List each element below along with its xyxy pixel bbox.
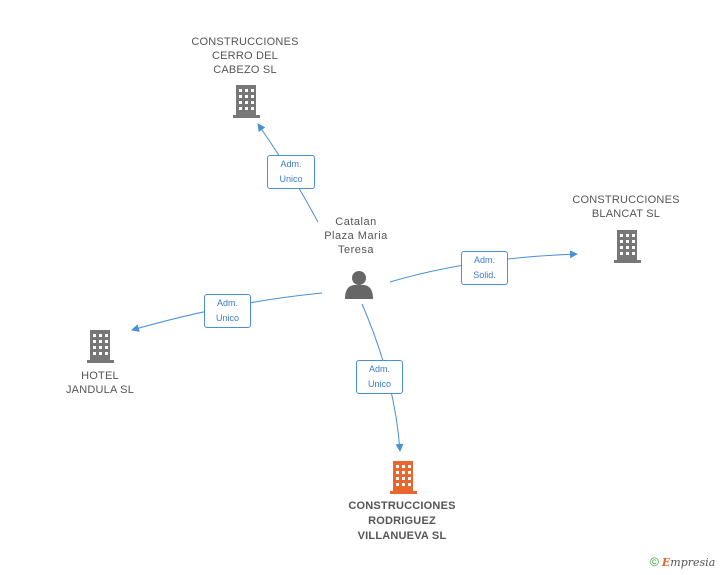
edge-label-hotel: Adm. Unico	[204, 294, 251, 328]
edge-label-rodriguez: Adm. Unico	[356, 360, 403, 394]
building-icon	[614, 230, 641, 263]
building-icon	[233, 85, 260, 118]
company-name-blancat[interactable]: CONSTRUCCIONES BLANCAT SL	[572, 194, 680, 220]
edge-label-cerro: Adm. Unico	[267, 155, 315, 189]
edge-label-blancat: Adm. Solid.	[461, 251, 508, 285]
company-name-hotel-jandula[interactable]: HOTEL JANDULA SL	[65, 370, 135, 396]
person-icon	[345, 271, 373, 299]
person-name[interactable]: Catalan Plaza Maria Teresa	[324, 216, 388, 256]
footer-brand: © Empresia	[650, 555, 715, 569]
building-icon-main	[390, 461, 417, 494]
building-icon	[87, 330, 114, 363]
company-name-cerro-del-cabezo[interactable]: CONSTRUCCIONES CERRO DEL CABEZO SL	[191, 36, 299, 76]
brand-logo: Empresia	[661, 556, 716, 569]
copyright-icon: ©	[650, 555, 659, 569]
company-name-rodriguez-villanueva[interactable]: CONSTRUCCIONES RODRIGUEZ VILLANUEVA SL	[348, 500, 456, 542]
